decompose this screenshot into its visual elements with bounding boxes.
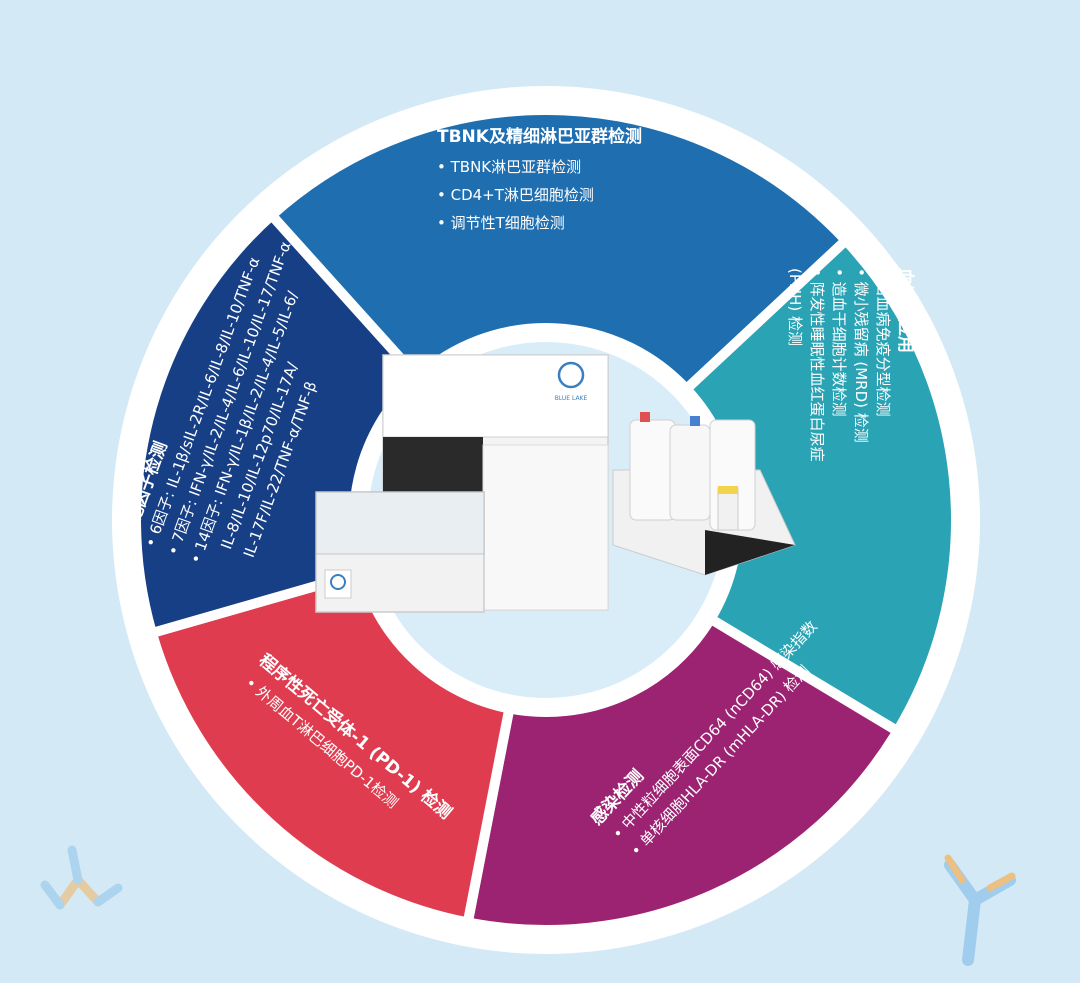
hematology-item: (PNH) 检测 [786, 268, 804, 346]
tbnk-item: • CD4+T淋巴细胞检测 [437, 186, 594, 204]
antibody-icon [944, 854, 1016, 966]
tbnk-title: TBNK及精细淋巴亚群检测 [437, 126, 642, 147]
hematology-item: • 造血干细胞计数检测 [830, 268, 848, 417]
segment-hematology-label: 血液科应用 • 白血病免疫分型检测 • 微小残留病 (MRD) 检测 • 造血干… [786, 268, 916, 462]
hematology-item: • 白血病免疫分型检测 [874, 268, 892, 417]
reagent-rack [612, 412, 796, 576]
tbnk-item: • 调节性T细胞检测 [437, 214, 565, 232]
antibody-icon [40, 845, 123, 910]
hematology-item: • 微小残留病 (MRD) 检测 [852, 268, 870, 443]
flow-cytometer-illustration: BLUE LAKE [315, 354, 796, 613]
hematology-title: 血液科应用 [895, 268, 916, 353]
tbnk-item: • TBNK淋巴亚群检测 [437, 158, 581, 176]
device-logo-text: BLUE LAKE [555, 395, 588, 402]
segment-tbnk-label: TBNK及精细淋巴亚群检测 • TBNK淋巴亚群检测 • CD4+T淋巴细胞检测… [437, 126, 642, 232]
hematology-item: • 阵发性睡眠性血红蛋白尿症 [808, 268, 826, 462]
